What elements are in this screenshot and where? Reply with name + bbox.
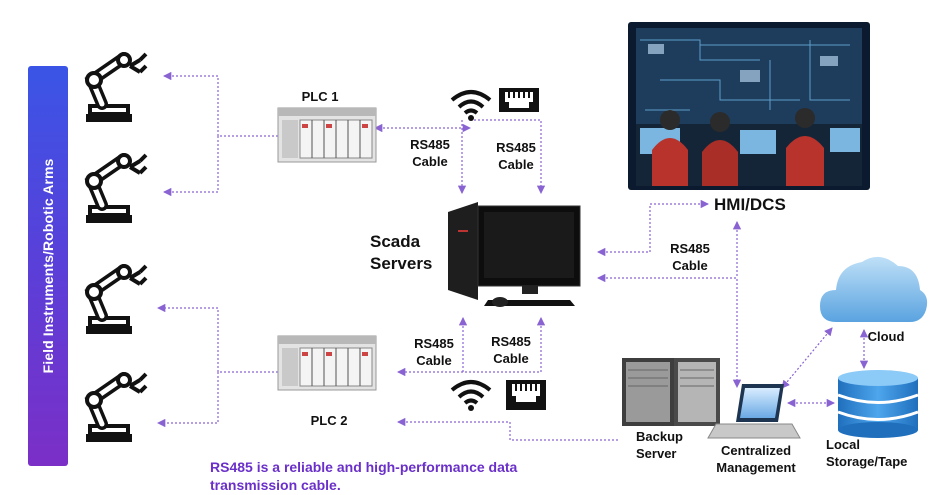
robot-arm-icon [84, 264, 148, 334]
robot-arm-icon [84, 52, 148, 122]
cable-label-line: Cable [493, 351, 529, 366]
cable-label-2: RS485 Cable [486, 139, 546, 173]
management-label-line-2: Management [716, 460, 796, 475]
backup-server-icon [622, 358, 720, 426]
cable-label-line: RS485 [491, 334, 531, 349]
robot-arm-icon [84, 372, 148, 442]
management-label-line-1: Centralized [720, 443, 792, 458]
cable-label-line: RS485 [496, 140, 536, 155]
scada-servers-label: Scada Servers [370, 231, 432, 275]
cable-label-line: Cable [412, 154, 448, 169]
cable-label-4: RS485 Cable [404, 335, 464, 369]
field-instruments-sidebar: Field Instruments/Robotic Arms [28, 66, 68, 466]
plc-1-device [277, 107, 377, 163]
ethernet-port-icon [499, 88, 539, 112]
cable-label-line: RS485 [670, 241, 710, 256]
rs485-caption: RS485 is a reliable and high-performance… [210, 458, 630, 494]
caption-line-1: RS485 is a reliable and high-performance… [210, 459, 518, 475]
backup-label-line-1: Backup [636, 429, 683, 444]
plc-2-device [277, 335, 377, 391]
cable-label-line: RS485 [414, 336, 454, 351]
plc-1-label: PLC 1 [301, 89, 339, 104]
storage-label: Local Storage/Tape [826, 436, 907, 470]
cable-label-3: RS485 Cable [660, 240, 720, 274]
scada-label-line-2: Servers [370, 254, 433, 273]
backup-server-label: Backup Server [636, 428, 683, 462]
laptop-icon [707, 384, 801, 439]
cable-label-line: Cable [672, 258, 708, 273]
cable-label-line: Cable [416, 353, 452, 368]
plc-2-label: PLC 2 [310, 413, 348, 428]
storage-label-line-2: Storage/Tape [826, 454, 908, 469]
centralized-management-label: Centralized Management [708, 442, 804, 476]
wifi-icon [450, 380, 492, 411]
storage-disk-icon [837, 370, 919, 438]
wifi-icon [450, 90, 492, 121]
caption-line-2: transmission cable. [210, 477, 341, 493]
hmi-control-room-image [628, 22, 870, 190]
robot-arm-icon [84, 153, 148, 223]
cable-label-line: RS485 [410, 137, 450, 152]
hmi-dcs-label: HMI/DCS [714, 195, 786, 214]
storage-label-line-1: Local [826, 437, 860, 452]
scada-label-line-1: Scada [370, 232, 421, 251]
cable-label-line: Cable [498, 157, 534, 172]
scada-server-computer [448, 202, 581, 307]
connector-lines [156, 71, 869, 441]
cloud-icon [820, 256, 928, 322]
cloud-label: Cloud [867, 329, 905, 344]
ethernet-port-icon [506, 380, 546, 410]
backup-label-line-2: Server [636, 446, 677, 461]
cable-label-5: RS485 Cable [481, 333, 541, 367]
cable-label-1: RS485 Cable [400, 136, 460, 170]
